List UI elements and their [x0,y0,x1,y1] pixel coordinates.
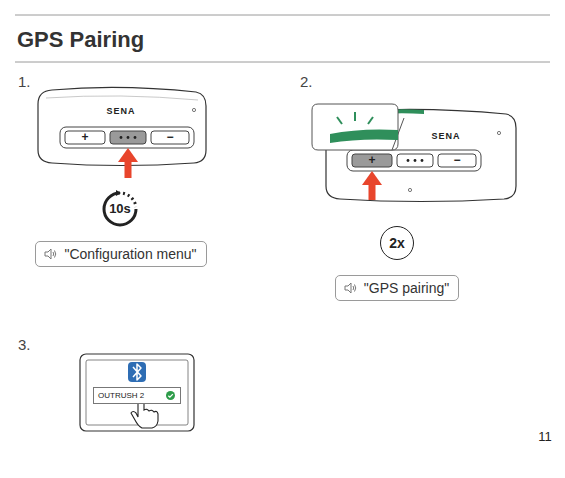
brand-logo: SENA [106,107,135,117]
headset-unit [38,87,206,165]
button-symbol: + [368,154,375,167]
device-list-item: OUTRUSH 2 [93,387,181,404]
top-rule [15,15,550,16]
led-callout [312,104,404,150]
timer-ring [104,190,136,225]
speaker-icon [344,281,358,295]
button-symbol: + [81,131,88,144]
button-symbol: − [166,131,173,144]
step-number: 2. [300,74,313,91]
title-rule [15,62,550,63]
button-symbol: − [453,154,460,167]
device-name: OUTRUSH 2 [98,391,144,400]
count-text: 10s [109,201,131,216]
phone-screen [80,354,194,431]
count-circle: 10s [105,194,135,224]
speaker-icon [44,247,58,261]
check-icon [166,391,175,400]
page-number: 11 [538,430,552,444]
step-number: 1. [18,74,31,91]
press-arrow [118,148,138,178]
press-arrow [362,171,382,200]
page-title: GPS Pairing [17,28,144,52]
count-circle: 2x [380,226,414,260]
count-text: 2x [389,235,405,251]
voice-prompt: "Configuration menu" [64,246,196,262]
voice-prompt-box: "Configuration menu" [35,241,206,267]
voice-prompt: "GPS pairing" [364,280,449,296]
brand-logo: SENA [431,132,460,142]
voice-prompt-box: "GPS pairing" [335,275,459,301]
step-number: 3. [18,337,31,354]
